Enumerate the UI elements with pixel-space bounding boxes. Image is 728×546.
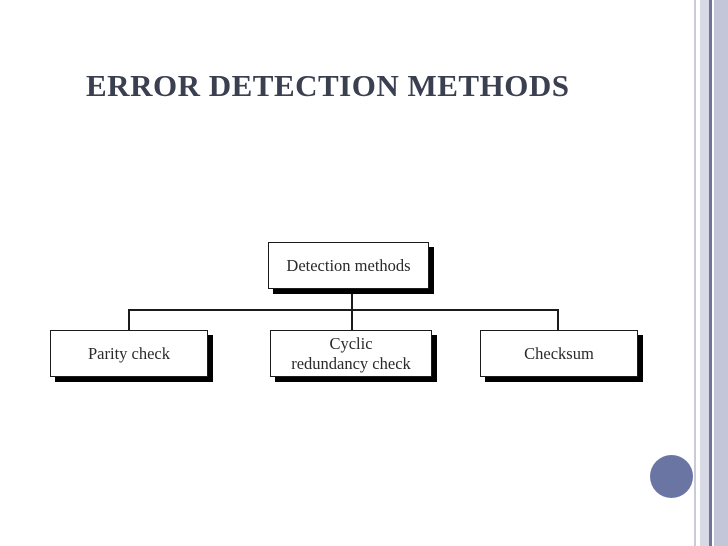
edge-band-gap xyxy=(696,0,700,546)
diagram-node-checksum: Checksum xyxy=(480,330,638,377)
edge-band-hairline xyxy=(694,0,696,546)
edge-band-light xyxy=(700,0,709,546)
diagram-node-label-line2: redundancy check xyxy=(291,353,411,373)
decorative-circle xyxy=(650,455,693,498)
diagram-node-detection-methods: Detection methods xyxy=(268,242,429,289)
diagram-node-cyclic-redundancy-check: Cyclic redundancy check xyxy=(270,330,432,377)
diagram-node-label-line1: Cyclic xyxy=(329,333,373,353)
diagram-node-label: Checksum xyxy=(524,343,594,363)
connector-drop-left xyxy=(128,309,130,331)
edge-band-gap-inner xyxy=(712,0,714,546)
diagram-node-label-group: Cyclic redundancy check xyxy=(271,334,431,374)
edge-band-panel xyxy=(714,0,728,546)
diagram-node-label: Detection methods xyxy=(286,255,411,275)
page-title: ERROR DETECTION METHODS xyxy=(86,68,570,103)
diagram-node-parity-check: Parity check xyxy=(50,330,208,377)
connector-drop-right xyxy=(557,309,559,331)
edge-band-rule xyxy=(709,0,712,546)
diagram-node-label: Parity check xyxy=(87,343,170,363)
connector-horizontal-bus xyxy=(128,309,559,311)
